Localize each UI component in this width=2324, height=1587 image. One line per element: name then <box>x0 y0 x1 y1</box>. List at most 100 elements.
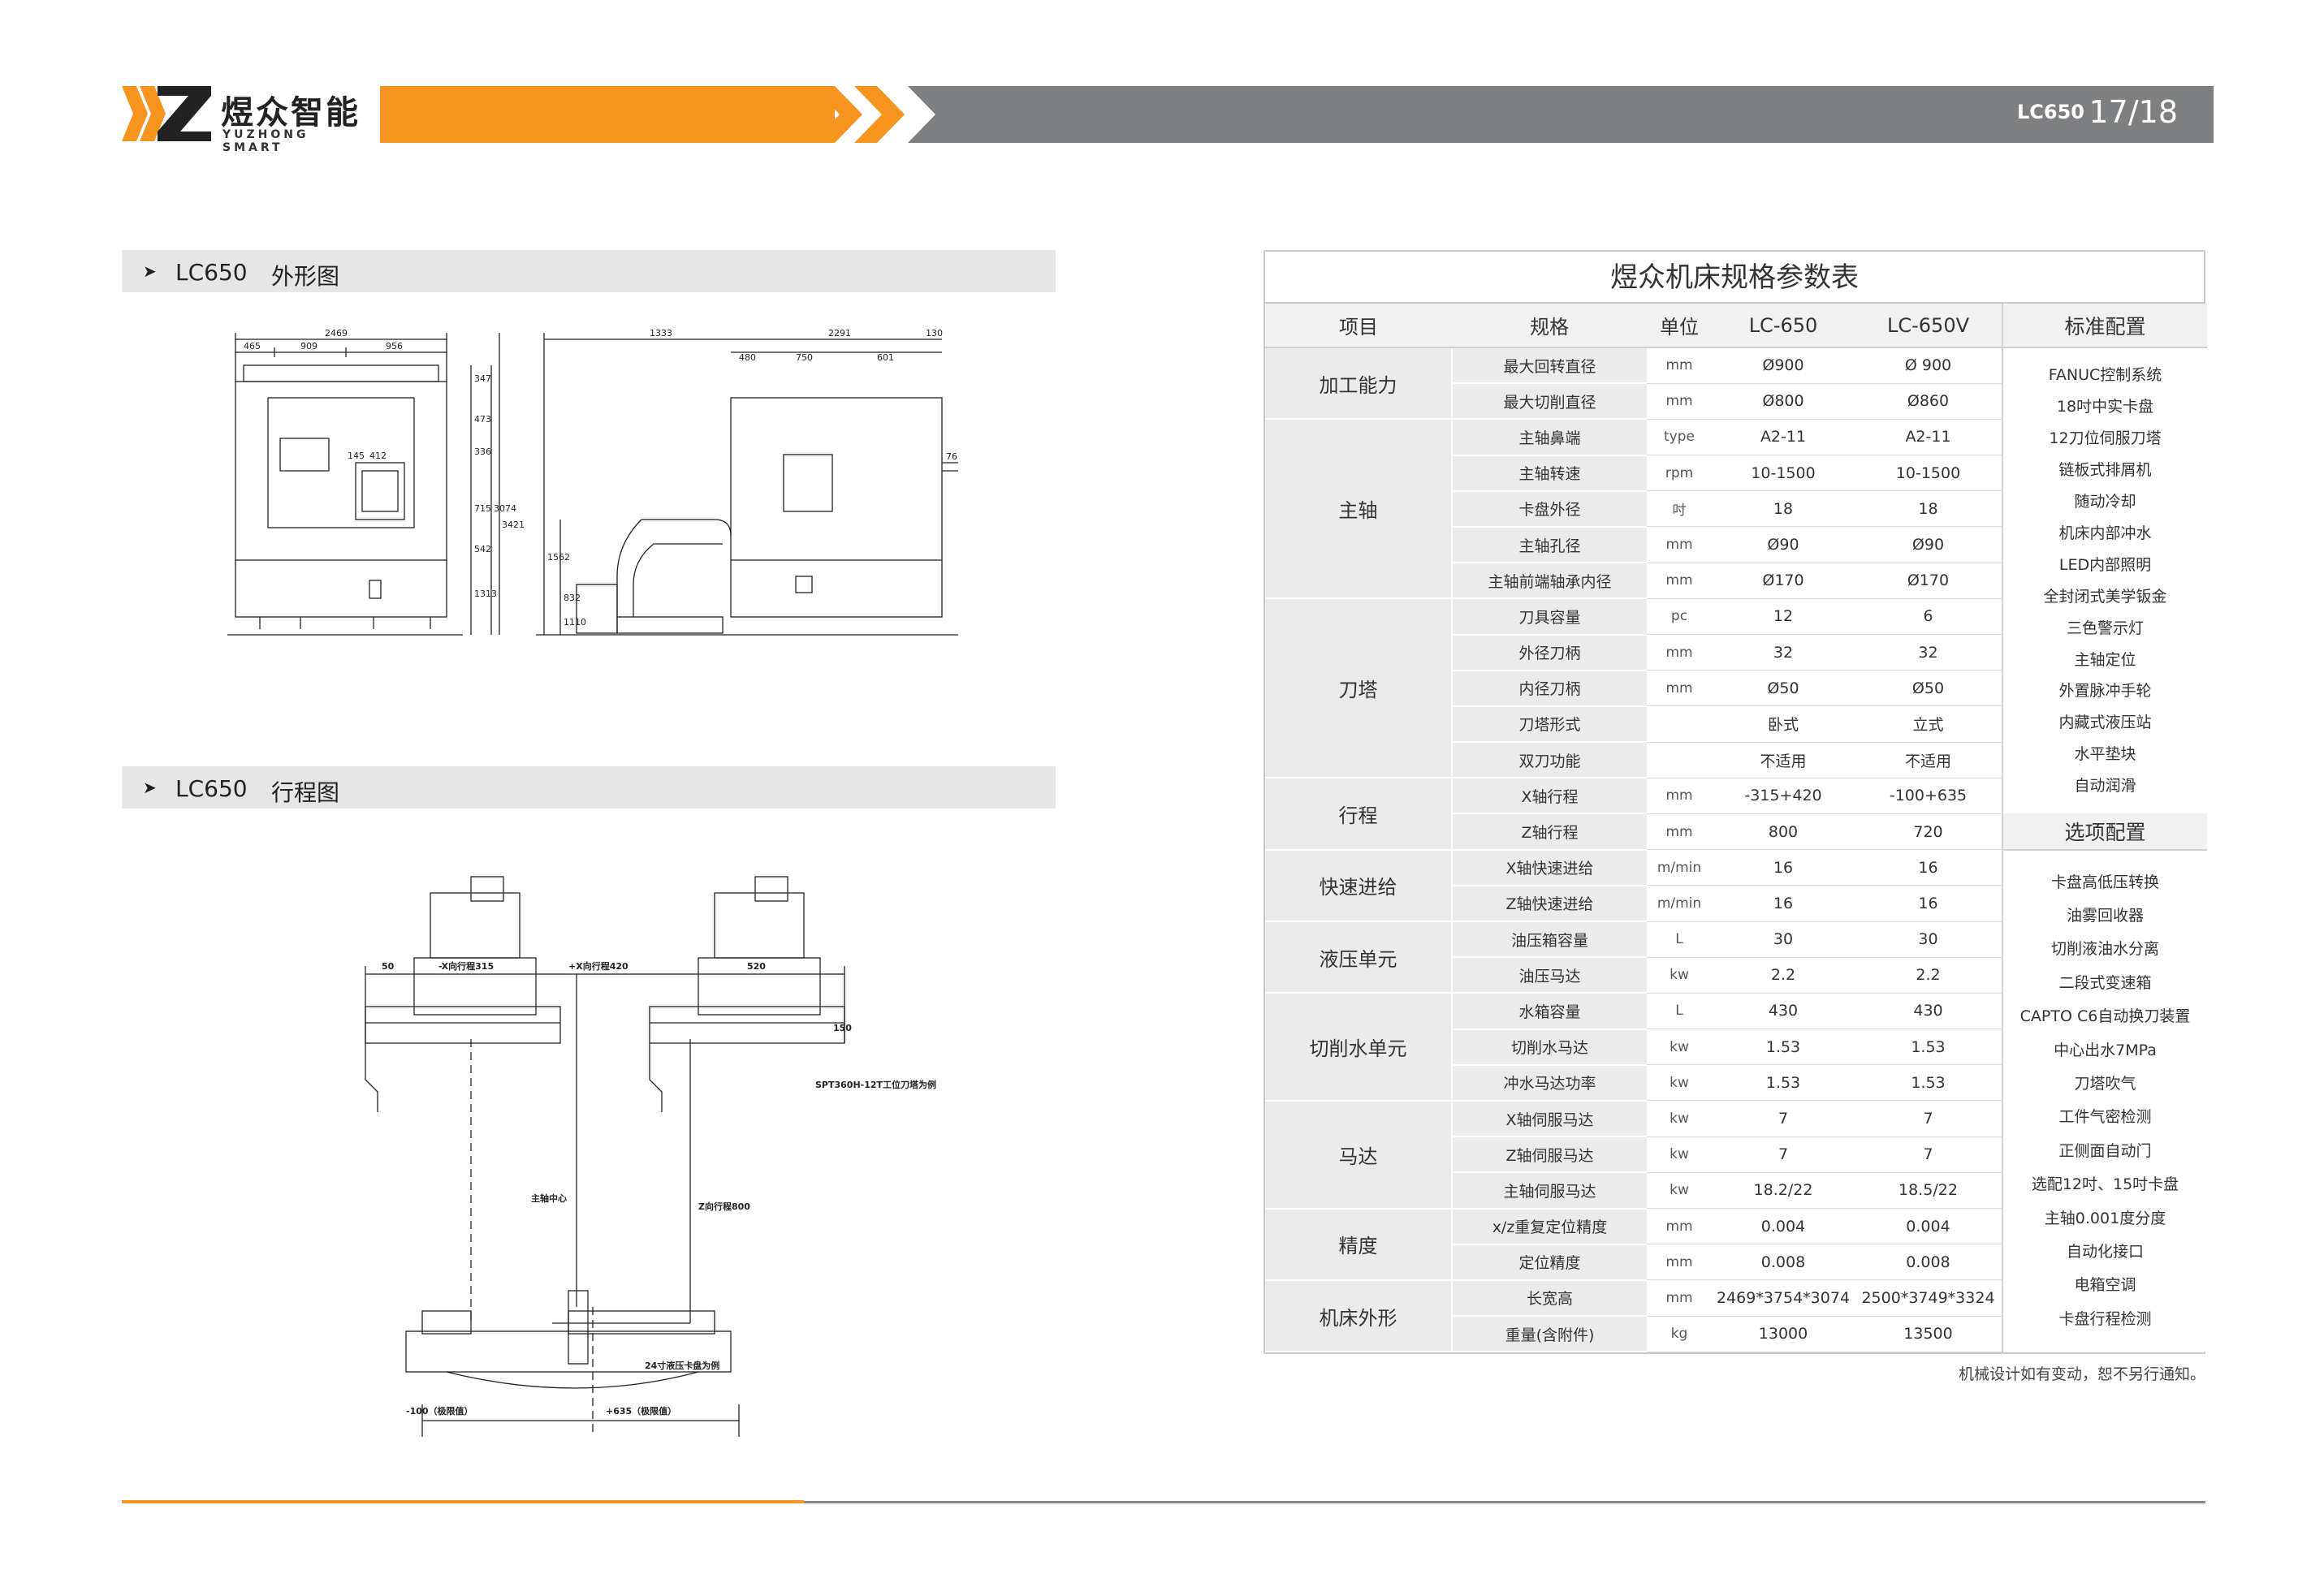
spec-unit: mm <box>1647 1244 1712 1281</box>
dim-label: 3074 <box>494 503 516 514</box>
spec-name: 刀具容量 <box>1452 598 1647 636</box>
spec-category: 加工能力 <box>1265 347 1453 420</box>
spec-value-lc650: 32 <box>1712 634 1855 671</box>
header-model: LC650 <box>2016 101 2084 123</box>
spec-name: x/z重复定位精度 <box>1452 1208 1647 1245</box>
standard-config-item: 链板式排屑机 <box>2058 461 2152 480</box>
header-unit: 单位 <box>1647 304 1712 348</box>
spec-name: Z轴行程 <box>1452 813 1647 851</box>
brand-logo: 煜众智能 YUZHONG SMART <box>122 83 365 154</box>
spec-value-lc650: 16 <box>1712 885 1855 922</box>
dim-label: 715 <box>474 503 491 514</box>
spec-name: 长宽高 <box>1452 1279 1647 1317</box>
spec-value-lc650v: 不适用 <box>1855 742 2002 778</box>
arrow-right-icon: ➤ <box>143 261 157 281</box>
dim-label: 832 <box>564 593 581 603</box>
spec-name: 定位精度 <box>1452 1244 1647 1281</box>
spec-category: 刀塔 <box>1265 598 1453 779</box>
spec-name: 冲水马达功率 <box>1452 1064 1647 1102</box>
option-config-item: 卡盘高低压转换 <box>2050 873 2159 891</box>
spec-value-lc650v: 0.004 <box>1855 1208 2002 1245</box>
spec-value-lc650v: 16 <box>1855 885 2002 922</box>
travel-label: 24寸液压卡盘为例 <box>645 1360 719 1371</box>
dim-label: 1333 <box>650 328 672 339</box>
spec-value-lc650v: 18 <box>1855 490 2002 528</box>
section-model: LC650 <box>175 775 248 802</box>
header-model-2: LC-650V <box>1855 304 2002 348</box>
spec-row: 刀塔形式卧式立式 <box>1265 705 2207 744</box>
dim-label: 1562 <box>547 552 570 563</box>
brand-name: 煜众智能 <box>221 94 361 132</box>
spec-table-title: 煜众机床规格参数表 <box>1265 252 2204 304</box>
spec-value-lc650: 18.2/22 <box>1712 1172 1855 1210</box>
spec-value-lc650: 不适用 <box>1712 742 1855 778</box>
spec-value-lc650: 1.53 <box>1712 1064 1855 1102</box>
dim-label: 909 <box>300 341 317 351</box>
header-standard-config: 标准配置 <box>2002 304 2207 348</box>
standard-config-item: 三色警示灯 <box>2066 619 2144 637</box>
spec-value-lc650v: 2.2 <box>1855 957 2002 994</box>
standard-config-item: FANUC控制系统 <box>2048 366 2162 385</box>
spec-name: 切削水马达 <box>1452 1029 1647 1066</box>
dim-label: 601 <box>877 352 894 363</box>
travel-drawing: 50 -X向行程315 +X向行程420 520 150 SPT360H-12T… <box>349 869 950 1437</box>
spec-value-lc650v: 13500 <box>1855 1316 2002 1352</box>
spec-unit: mm <box>1647 670 1712 707</box>
spec-table: 煜众机床规格参数表 项目 规格 单位 LC-650 LC-650V 标准配置 加… <box>1264 250 2207 1355</box>
spec-row: 双刀功能不适用不适用 <box>1265 742 2207 779</box>
spec-unit: L <box>1647 993 1712 1030</box>
spec-unit: mm <box>1647 813 1712 851</box>
dim-label: 3421 <box>502 520 525 530</box>
spec-value-lc650v: 10-1500 <box>1855 455 2002 492</box>
spec-unit: kw <box>1647 1136 1712 1173</box>
footer-gray-line <box>804 1501 2205 1503</box>
spec-unit: pc <box>1647 598 1712 636</box>
spec-value-lc650: 30 <box>1712 921 1855 958</box>
spec-value-lc650v: 720 <box>1855 813 2002 851</box>
spec-name: 重量(含附件) <box>1452 1316 1647 1353</box>
spec-name: Z轴快速进给 <box>1452 885 1647 923</box>
spec-category: 液压单元 <box>1265 921 1453 994</box>
disclaimer-note: 机械设计如有变动，恕不另行通知。 <box>1958 1365 2205 1383</box>
spec-unit: mm <box>1647 778 1712 814</box>
spec-unit: kw <box>1647 1172 1712 1210</box>
travel-label: 150 <box>833 1023 852 1033</box>
spec-value-lc650v: 18.5/22 <box>1855 1172 2002 1210</box>
option-config-item: 选配12吋、15吋卡盘 <box>2031 1175 2179 1194</box>
standard-config-item: 自动润滑 <box>2074 777 2136 796</box>
spec-value-lc650: 10-1500 <box>1712 455 1855 492</box>
spec-value-lc650: Ø170 <box>1712 563 1855 599</box>
spec-value-lc650: 13000 <box>1712 1316 1855 1352</box>
spec-name: 外径刀柄 <box>1452 634 1647 671</box>
spec-name: 主轴转速 <box>1452 455 1647 492</box>
spec-value-lc650: 18 <box>1712 490 1855 528</box>
header-spec: 规格 <box>1452 304 1647 348</box>
spec-value-lc650v: Ø860 <box>1855 383 2002 420</box>
spec-value-lc650v: A2-11 <box>1855 419 2002 456</box>
standard-config-item: 内藏式液压站 <box>2058 714 2152 732</box>
spec-value-lc650v: 2500*3749*3324 <box>1855 1279 2002 1317</box>
spec-value-lc650: -315+420 <box>1712 778 1855 814</box>
dim-label: 336 <box>474 446 491 457</box>
spec-unit: m/min <box>1647 885 1712 922</box>
spec-value-lc650v: 32 <box>1855 634 2002 671</box>
travel-label: 主轴中心 <box>531 1192 567 1204</box>
spec-unit: mm <box>1647 383 1712 420</box>
spec-name: Z轴伺服马达 <box>1452 1136 1647 1174</box>
option-config-item: 电箱空调 <box>2074 1276 2136 1295</box>
spec-value-lc650: 0.008 <box>1712 1244 1855 1281</box>
arrow-right-icon: ➤ <box>143 778 157 797</box>
spec-value-lc650v: Ø90 <box>1855 526 2002 563</box>
spec-name: 最大回转直径 <box>1452 347 1647 385</box>
spec-name: 水箱容量 <box>1452 993 1647 1030</box>
option-config-item: CAPTO C6自动换刀装置 <box>2019 1007 2191 1026</box>
spec-unit: 吋 <box>1647 490 1712 528</box>
